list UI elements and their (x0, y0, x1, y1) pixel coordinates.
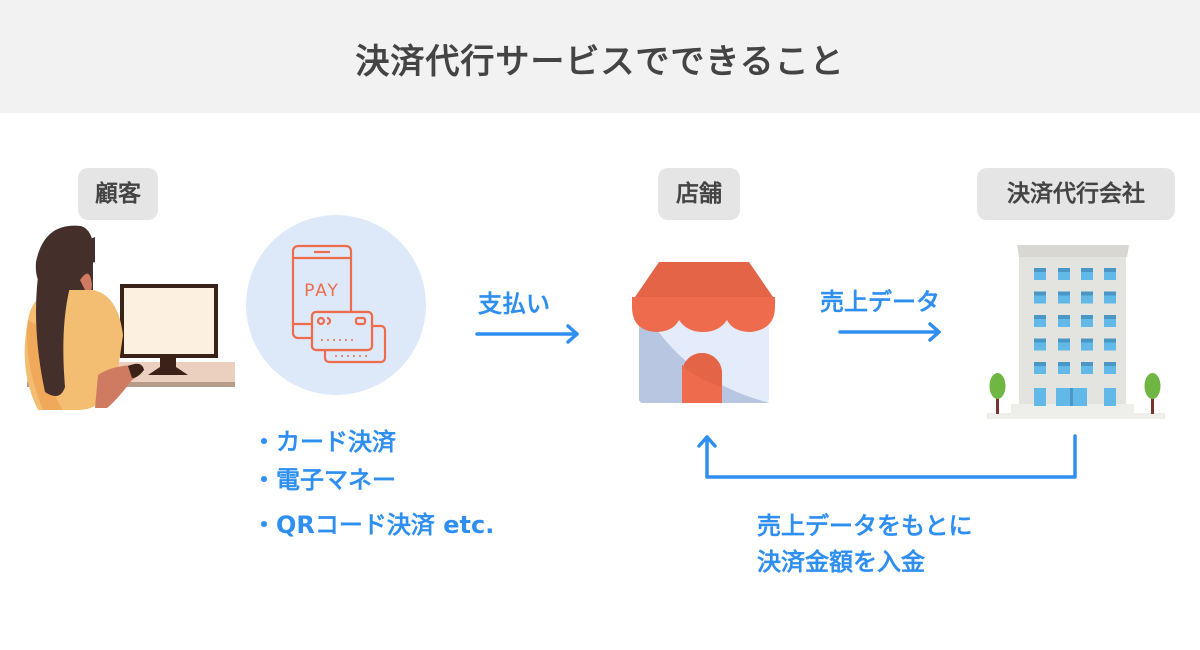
payment-icon: PAY (246, 215, 426, 395)
page-title: 決済代行サービスでできること (355, 42, 845, 82)
customer-illustration (24, 225, 235, 410)
deposit-flow-label-line1: 売上データをもとに (757, 512, 973, 540)
payment-method-item: ・QRコード決済 etc. (252, 511, 495, 539)
label-payment-agent: 決済代行会社 (977, 168, 1175, 220)
office-building-icon (987, 245, 1165, 419)
building-window (1104, 388, 1116, 406)
sales-data-arrow (838, 322, 941, 342)
deposit-flow-label-line2: 決済金額を入金 (757, 548, 925, 576)
payment-method-item: ・カード決済 (252, 428, 396, 456)
sales-data-flow-label: 売上データ (820, 288, 940, 316)
pay-label: PAY (304, 281, 340, 301)
deposit-return-arrow (697, 434, 1077, 479)
payment-flow-label: 支払い (478, 290, 550, 318)
building-window (1034, 388, 1046, 406)
payment-method-item: ・電子マネー (252, 466, 396, 494)
label-customer: 顧客 (78, 168, 158, 220)
header-band (0, 0, 1200, 113)
label-store: 店舗 (658, 168, 740, 220)
store-icon (632, 262, 775, 403)
payment-arrow (475, 324, 579, 344)
